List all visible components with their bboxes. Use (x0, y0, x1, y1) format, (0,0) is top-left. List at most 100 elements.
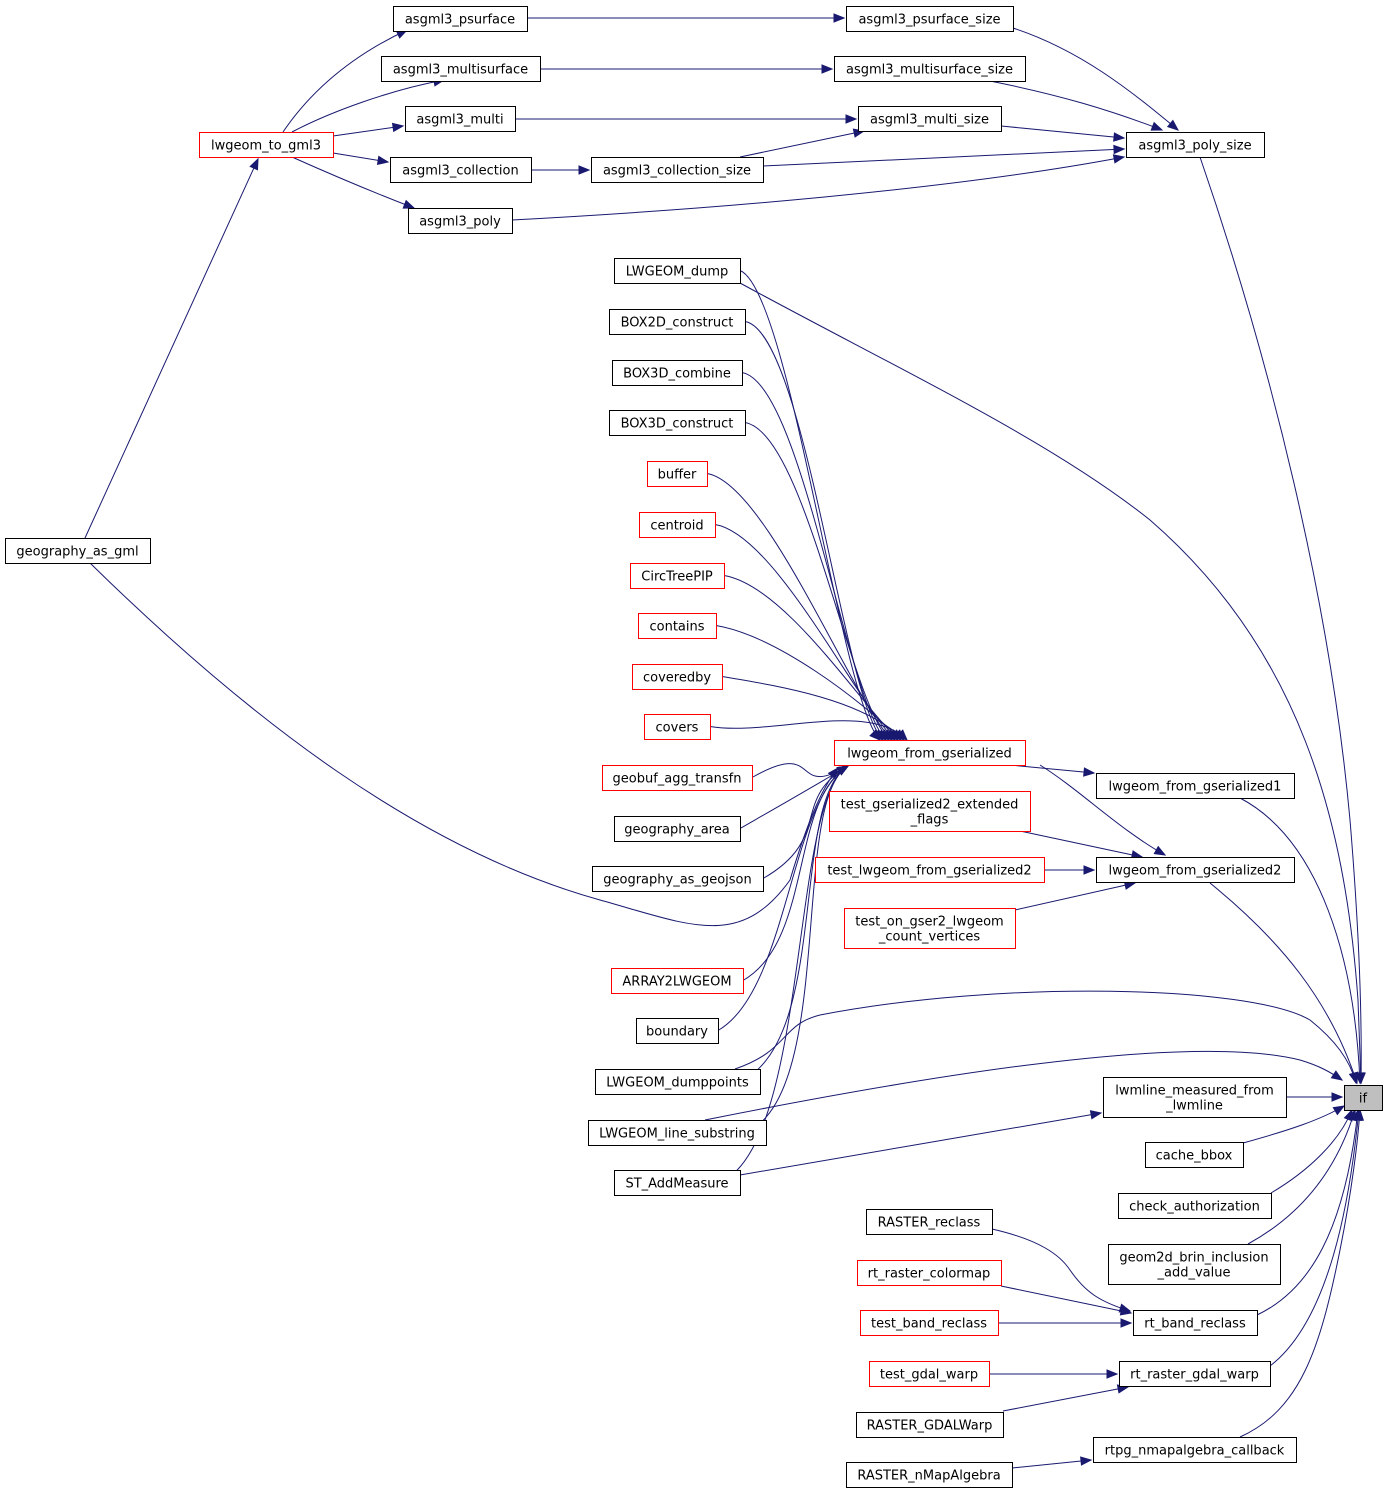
arrowhead-asgml3_poly (402, 199, 416, 209)
arrowhead-lwgeom_from_gserialized1 (1083, 767, 1096, 777)
node-lwgeom-dump[interactable]: LWGEOM_dump (614, 258, 741, 284)
node-test-lwgeom-from-gserialized2[interactable]: test_lwgeom_from_gserialized2 (815, 857, 1045, 883)
node-boundary[interactable]: boundary (636, 1018, 719, 1044)
node-asgml3-poly[interactable]: asgml3_poly (408, 208, 513, 234)
node-lwgeom-dumppoints[interactable]: LWGEOM_dumppoints (595, 1069, 761, 1095)
node-contains[interactable]: contains (638, 613, 717, 639)
node-asgml3-multisurface[interactable]: asgml3_multisurface (381, 56, 541, 82)
edge-LWGEOM_dump-to-lwgeom_from_gserialized (739, 270, 881, 741)
node-test-on-gser2-lwgeom-count-vertices[interactable]: test_on_gser2_lwgeom_count_vertices (844, 908, 1016, 949)
node-covers[interactable]: covers (644, 714, 711, 740)
edge-lwgeom_from_gserialized-to-lwgeom_from_gserialized1 (1009, 764, 1095, 774)
arrowhead-rtpg_nmapalgebra_callback (1080, 1456, 1093, 1466)
node-label: lwgeom_from_gserialized1 (1109, 780, 1282, 795)
node-label: geography_as_geojson (603, 873, 751, 888)
node-box (1093, 1437, 1297, 1463)
node-box (846, 1462, 1013, 1488)
node-geom2d-brin-inclusion-add-value[interactable]: geom2d_brin_inclusion_add_value (1108, 1244, 1281, 1285)
edge-lwgeom_to_gml3-to-asgml3_psurface (282, 29, 408, 133)
node-label: lwmline_measured_from (1115, 1084, 1274, 1099)
node-asgml3-multi[interactable]: asgml3_multi (405, 106, 516, 132)
node-box (866, 1209, 993, 1235)
node-label: rt_band_reclass (1144, 1317, 1246, 1332)
arrowhead-asgml3_poly_size (1166, 119, 1180, 131)
node-label: buffer (658, 468, 697, 483)
node-box (393, 6, 528, 32)
arrowhead-asgml3_collection_size (578, 165, 591, 175)
edge-test_on_gser2_lwgeom_count_vertices-to-lwgeom_from_gserialized2 (1014, 882, 1136, 911)
node-asgml3-psurface-size[interactable]: asgml3_psurface_size (846, 6, 1014, 32)
node-asgml3-multi-size[interactable]: asgml3_multi_size (858, 106, 1002, 132)
node-buffer[interactable]: buffer (647, 461, 708, 487)
node-geography-area[interactable]: geography_area (614, 816, 741, 842)
node-rt-raster-colormap[interactable]: rt_raster_colormap (857, 1260, 1002, 1286)
node-box (1096, 773, 1295, 799)
node-raster-reclass[interactable]: RASTER_reclass (866, 1209, 993, 1235)
edge-BOX2D_construct-to-lwgeom_from_gserialized (744, 321, 884, 741)
node-rt-band-reclass[interactable]: rt_band_reclass (1133, 1310, 1258, 1336)
node-box (834, 56, 1026, 82)
node-geography-as-gml[interactable]: geography_as_gml (5, 538, 151, 564)
edge-rt_raster_gdal_warp-to-if (1269, 1109, 1360, 1367)
node-centroid[interactable]: centroid (639, 512, 716, 538)
arrowhead-lwgeom_from_gserialized (827, 766, 839, 780)
node-box (381, 56, 541, 82)
node-box (1145, 1142, 1244, 1168)
node-box (609, 410, 746, 436)
node-check-authorization[interactable]: check_authorization (1118, 1193, 1272, 1219)
node-raster-nmapalgebra[interactable]: RASTER_nMapAlgebra (846, 1462, 1013, 1488)
node-st-addmeasure[interactable]: ST_AddMeasure (614, 1170, 741, 1196)
node-asgml3-collection[interactable]: asgml3_collection (390, 157, 532, 183)
node-box (602, 765, 753, 791)
edge-RASTER_reclass-to-rt_band_reclass (991, 1228, 1131, 1312)
node-asgml3-collection-size[interactable]: asgml3_collection_size (591, 157, 764, 183)
node-circtreepip[interactable]: CircTreePIP (630, 563, 725, 589)
arrowhead-asgml3_multi (391, 122, 405, 133)
node-if[interactable]: if (1344, 1085, 1383, 1111)
node-rtpg-nmapalgebra-callback[interactable]: rtpg_nmapalgebra_callback (1093, 1437, 1297, 1463)
node-geobuf-agg-transfn[interactable]: geobuf_agg_transfn (602, 765, 753, 791)
edge-asgml3_collection_size-to-asgml3_multi_size (739, 130, 865, 158)
node-box (1126, 132, 1265, 158)
node-test-gserialized2-extended-flags[interactable]: test_gserialized2_extended_flags (829, 791, 1031, 832)
node-box3d-construct[interactable]: BOX3D_construct (609, 410, 746, 436)
arrowhead-rt_band_reclass (1120, 1318, 1133, 1328)
node-array2lwgeom[interactable]: ARRAY2LWGEOM (611, 968, 744, 994)
node-geography-as-geojson[interactable]: geography_as_geojson (592, 866, 764, 892)
node-cache-bbox[interactable]: cache_bbox (1145, 1142, 1244, 1168)
node-box (609, 309, 746, 335)
node-box3d-combine[interactable]: BOX3D_combine (612, 360, 743, 386)
node-asgml3-psurface[interactable]: asgml3_psurface (393, 6, 528, 32)
node-label: BOX2D_construct (621, 316, 734, 331)
node-lwgeom-from-gserialized2[interactable]: lwgeom_from_gserialized2 (1096, 857, 1295, 883)
edge-asgml3_poly-to-asgml3_poly_size (511, 156, 1125, 221)
node-label: test_gserialized2_extended (841, 798, 1019, 813)
edge-LWGEOM_dumppoints-to-if (734, 990, 1357, 1084)
node-box (636, 1018, 719, 1044)
edge-RASTER_nMapAlgebra-to-rtpg_nmapalgebra_callback (1011, 1459, 1092, 1469)
node-coveredby[interactable]: coveredby (632, 664, 723, 690)
node-asgml3-multisurface-size[interactable]: asgml3_multisurface_size (834, 56, 1026, 82)
node-label: check_authorization (1129, 1200, 1260, 1215)
node-raster-gdalwarp[interactable]: RASTER_GDALWarp (856, 1412, 1004, 1438)
node-asgml3-poly-size[interactable]: asgml3_poly_size (1126, 132, 1265, 158)
node-label: boundary (646, 1025, 708, 1040)
node-test-gdal-warp[interactable]: test_gdal_warp (869, 1361, 990, 1387)
node-box (614, 258, 741, 284)
node-box (1096, 857, 1295, 883)
node-lwmline-measured-from-lwmline[interactable]: lwmline_measured_from_lwmline (1103, 1077, 1287, 1118)
node-lwgeom-from-gserialized[interactable]: lwgeom_from_gserialized (834, 740, 1026, 766)
node-rt-raster-gdal-warp[interactable]: rt_raster_gdal_warp (1119, 1361, 1271, 1387)
node-label: asgml3_multisurface (393, 63, 528, 78)
node-box2d-construct[interactable]: BOX2D_construct (609, 309, 746, 335)
edge-boundary-to-lwgeom_from_gserialized (717, 765, 849, 1031)
node-label: RASTER_GDALWarp (867, 1419, 993, 1434)
arrowhead-asgml3_psurface_size (833, 13, 846, 23)
arrowhead-rt_raster_gdal_warp (1106, 1369, 1119, 1379)
node-lwgeom-to-gml3[interactable]: lwgeom_to_gml3 (199, 132, 334, 158)
node-lwgeom-from-gserialized1[interactable]: lwgeom_from_gserialized1 (1096, 773, 1295, 799)
node-test-band-reclass[interactable]: test_band_reclass (860, 1310, 999, 1336)
node-box (644, 714, 711, 740)
node-label: RASTER_nMapAlgebra (857, 1469, 1000, 1484)
node-lwgeom-line-substring[interactable]: LWGEOM_line_substring (588, 1120, 767, 1146)
